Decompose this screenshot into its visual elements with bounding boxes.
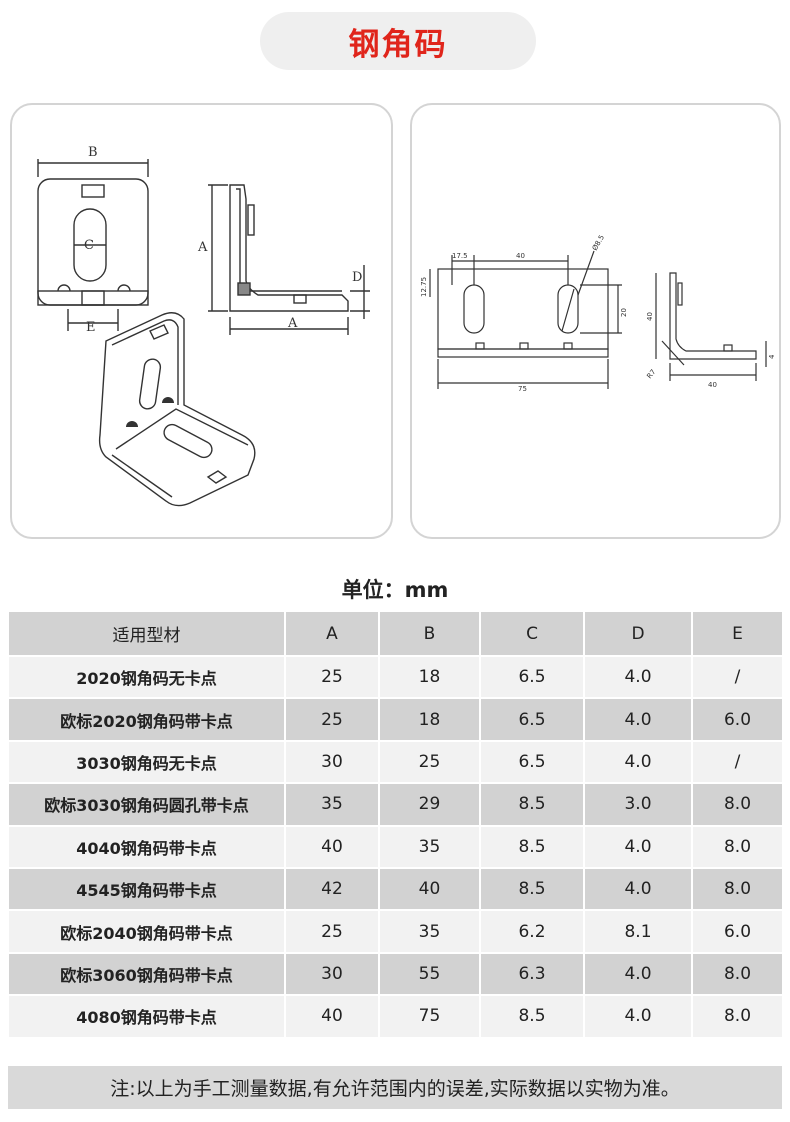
label-a-vertical: A xyxy=(197,240,208,255)
cell-profile: 4040钢角码带卡点 xyxy=(9,825,286,869)
cell-a: 40 xyxy=(285,825,380,869)
cell-c: 8.5 xyxy=(480,825,585,869)
cell-a: 25 xyxy=(285,910,380,954)
cell-e: 8.0 xyxy=(692,867,784,912)
cell-a: 25 xyxy=(285,656,380,700)
bracket-line-drawing: B C E A A D xyxy=(37,145,370,507)
cell-profile: 欧标3060钢角码带卡点 xyxy=(9,952,286,997)
header-profile: 适用型材 xyxy=(9,612,286,657)
cell-d: 4.0 xyxy=(584,867,693,912)
table-row: 4080钢角码带卡点 40 75 8.5 4.0 8.0 xyxy=(9,995,784,1039)
cell-e: / xyxy=(692,740,784,785)
cell-e: 8.0 xyxy=(692,783,784,827)
cell-profile: 4080钢角码带卡点 xyxy=(9,995,286,1039)
label-b: B xyxy=(88,145,98,160)
cell-b: 29 xyxy=(379,783,481,827)
cell-d: 8.1 xyxy=(584,910,693,954)
table-row: 欧标2040钢角码带卡点 25 35 6.2 8.1 6.0 xyxy=(9,910,784,954)
table-row: 4545钢角码带卡点 42 40 8.5 4.0 8.0 xyxy=(9,867,784,912)
cell-profile: 3030钢角码无卡点 xyxy=(9,740,286,785)
dim-phi-8-5: Ø8.5 xyxy=(591,234,606,252)
table-header-row: 适用型材 A B C D E xyxy=(9,612,784,657)
unit-label: 单位：mm xyxy=(341,578,449,602)
cell-a: 35 xyxy=(285,783,380,827)
cell-c: 6.3 xyxy=(480,952,585,997)
cell-b: 18 xyxy=(379,698,481,742)
table-row: 4040钢角码带卡点 40 35 8.5 4.0 8.0 xyxy=(9,825,784,869)
cell-c: 8.5 xyxy=(480,783,585,827)
cell-c: 6.5 xyxy=(480,698,585,742)
cell-profile: 4545钢角码带卡点 xyxy=(9,867,286,912)
cell-c: 8.5 xyxy=(480,867,585,912)
cell-a: 30 xyxy=(285,740,380,785)
cell-d: 4.0 xyxy=(584,656,693,700)
cell-profile: 2020钢角码无卡点 xyxy=(9,656,286,700)
label-d: D xyxy=(352,270,362,285)
drawing-panel-right: 17.5 40 Ø8.5 12.75 20 75 40 4 40 R7 xyxy=(410,103,781,539)
cell-e: 8.0 xyxy=(692,825,784,869)
dim-12-75: 12.75 xyxy=(420,277,428,297)
drawing-panel-left: B C E A A D xyxy=(10,103,393,539)
header-c: C xyxy=(480,612,585,657)
cell-d: 4.0 xyxy=(584,825,693,869)
measurement-note: 注:以上为手工测量数据,有允许范围内的误差,实际数据以实物为准。 xyxy=(8,1066,782,1109)
label-c: C xyxy=(84,238,94,253)
cell-profile: 欧标3030钢角码圆孔带卡点 xyxy=(9,783,286,827)
label-a-horizontal: A xyxy=(287,316,298,331)
cell-b: 35 xyxy=(379,910,481,954)
cell-c: 8.5 xyxy=(480,995,585,1039)
header-a: A xyxy=(285,612,380,657)
header-d: D xyxy=(584,612,693,657)
cell-b: 55 xyxy=(379,952,481,997)
dim-r7: R7 xyxy=(645,368,657,380)
title-pill: 钢角码 xyxy=(260,12,536,70)
cell-d: 4.0 xyxy=(584,698,693,742)
cell-b: 75 xyxy=(379,995,481,1039)
dim-40-top: 40 xyxy=(516,252,525,260)
dim-20: 20 xyxy=(620,308,628,317)
table-row: 2020钢角码无卡点 25 18 6.5 4.0 / xyxy=(9,656,784,700)
cell-e: 8.0 xyxy=(692,995,784,1039)
cell-profile: 欧标2020钢角码带卡点 xyxy=(9,698,286,742)
specs-table: 适用型材 A B C D E 2020钢角码无卡点 25 18 6.5 4.0 … xyxy=(9,612,784,1039)
cell-a: 30 xyxy=(285,952,380,997)
cell-d: 4.0 xyxy=(584,995,693,1039)
cell-e: 8.0 xyxy=(692,952,784,997)
cell-b: 40 xyxy=(379,867,481,912)
cell-c: 6.5 xyxy=(480,656,585,700)
cell-b: 18 xyxy=(379,656,481,700)
table-row: 欧标2020钢角码带卡点 25 18 6.5 4.0 6.0 xyxy=(9,698,784,742)
table-row: 欧标3060钢角码带卡点 30 55 6.3 4.0 8.0 xyxy=(9,952,784,997)
cell-b: 35 xyxy=(379,825,481,869)
table-row: 3030钢角码无卡点 30 25 6.5 4.0 / xyxy=(9,740,784,785)
cell-c: 6.2 xyxy=(480,910,585,954)
dim-75: 75 xyxy=(518,385,527,393)
cell-profile: 欧标2040钢角码带卡点 xyxy=(9,910,286,954)
table-row: 欧标3030钢角码圆孔带卡点 35 29 8.5 3.0 8.0 xyxy=(9,783,784,827)
cell-c: 6.5 xyxy=(480,740,585,785)
cell-d: 4.0 xyxy=(584,740,693,785)
cell-a: 25 xyxy=(285,698,380,742)
header-b: B xyxy=(379,612,481,657)
label-e: E xyxy=(86,320,96,335)
cell-b: 25 xyxy=(379,740,481,785)
header-e: E xyxy=(692,612,784,657)
dim-40-vertical: 40 xyxy=(646,312,654,321)
bracket-dimension-drawing: 17.5 40 Ø8.5 12.75 20 75 40 4 40 R7 xyxy=(420,234,776,393)
dim-4: 4 xyxy=(768,354,776,359)
cell-a: 42 xyxy=(285,867,380,912)
page-title: 钢角码 xyxy=(348,26,448,63)
cell-a: 40 xyxy=(285,995,380,1039)
cell-e: / xyxy=(692,656,784,700)
cell-e: 6.0 xyxy=(692,910,784,954)
dim-40-bottom: 40 xyxy=(708,381,717,389)
dim-17-5: 17.5 xyxy=(452,252,468,260)
cell-d: 4.0 xyxy=(584,952,693,997)
cell-d: 3.0 xyxy=(584,783,693,827)
cell-e: 6.0 xyxy=(692,698,784,742)
